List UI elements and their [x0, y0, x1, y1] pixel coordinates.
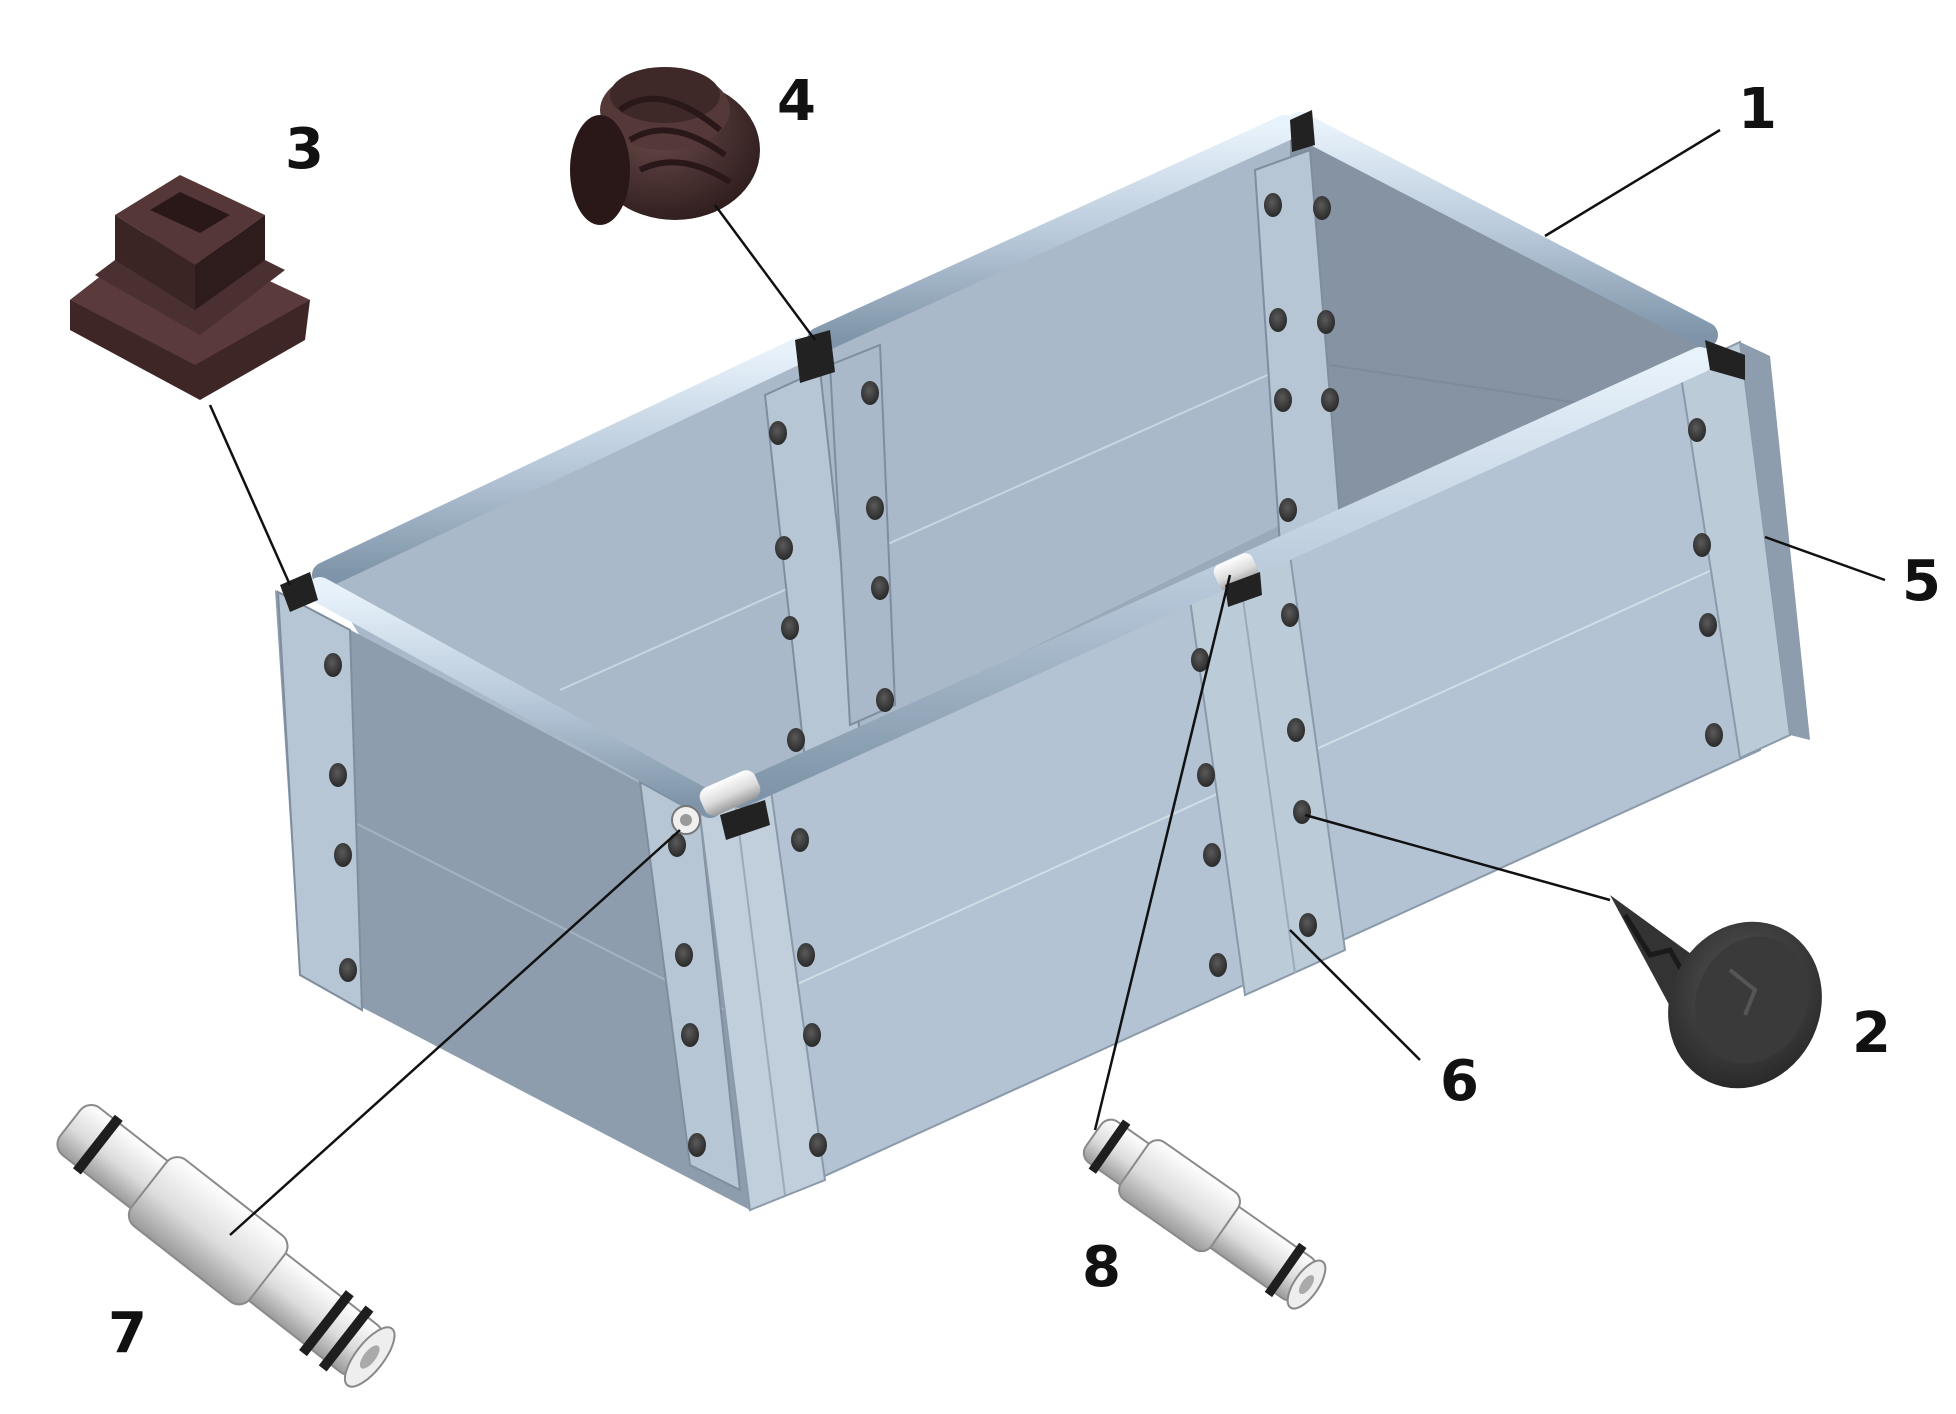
long-connector-pin-part	[56, 1104, 396, 1388]
push-rivet-part	[1610, 895, 1822, 1089]
leader-1	[1544, 128, 1721, 238]
callout-5: 5	[1902, 549, 1941, 614]
top-rails	[307, 112, 1718, 835]
callout-3: 3	[285, 117, 324, 182]
leader-3	[208, 404, 292, 586]
round-end-plug-part	[570, 67, 760, 225]
callout-6: 6	[1440, 1049, 1479, 1114]
leader-lines	[208, 128, 1886, 1236]
callout-1: 1	[1738, 77, 1777, 142]
panel-rivets	[324, 193, 1723, 1157]
leader-6	[1289, 929, 1421, 1061]
square-end-cap-part	[70, 175, 310, 400]
raised-bed-box	[275, 130, 1810, 1212]
left-end-panel	[275, 590, 750, 1210]
callout-7: 7	[108, 1301, 147, 1366]
callout-labels: 1 2 3 4 5 6 7 8	[108, 69, 1941, 1366]
short-connector-pin-part	[1082, 1118, 1327, 1310]
leader-4	[713, 204, 817, 341]
callout-8: 8	[1082, 1235, 1121, 1300]
leader-5	[1764, 535, 1886, 582]
leader-8	[1093, 574, 1232, 1131]
callout-2: 2	[1852, 1001, 1891, 1066]
callout-4: 4	[777, 69, 816, 134]
leader-2	[1304, 813, 1611, 902]
leader-7	[229, 829, 681, 1236]
